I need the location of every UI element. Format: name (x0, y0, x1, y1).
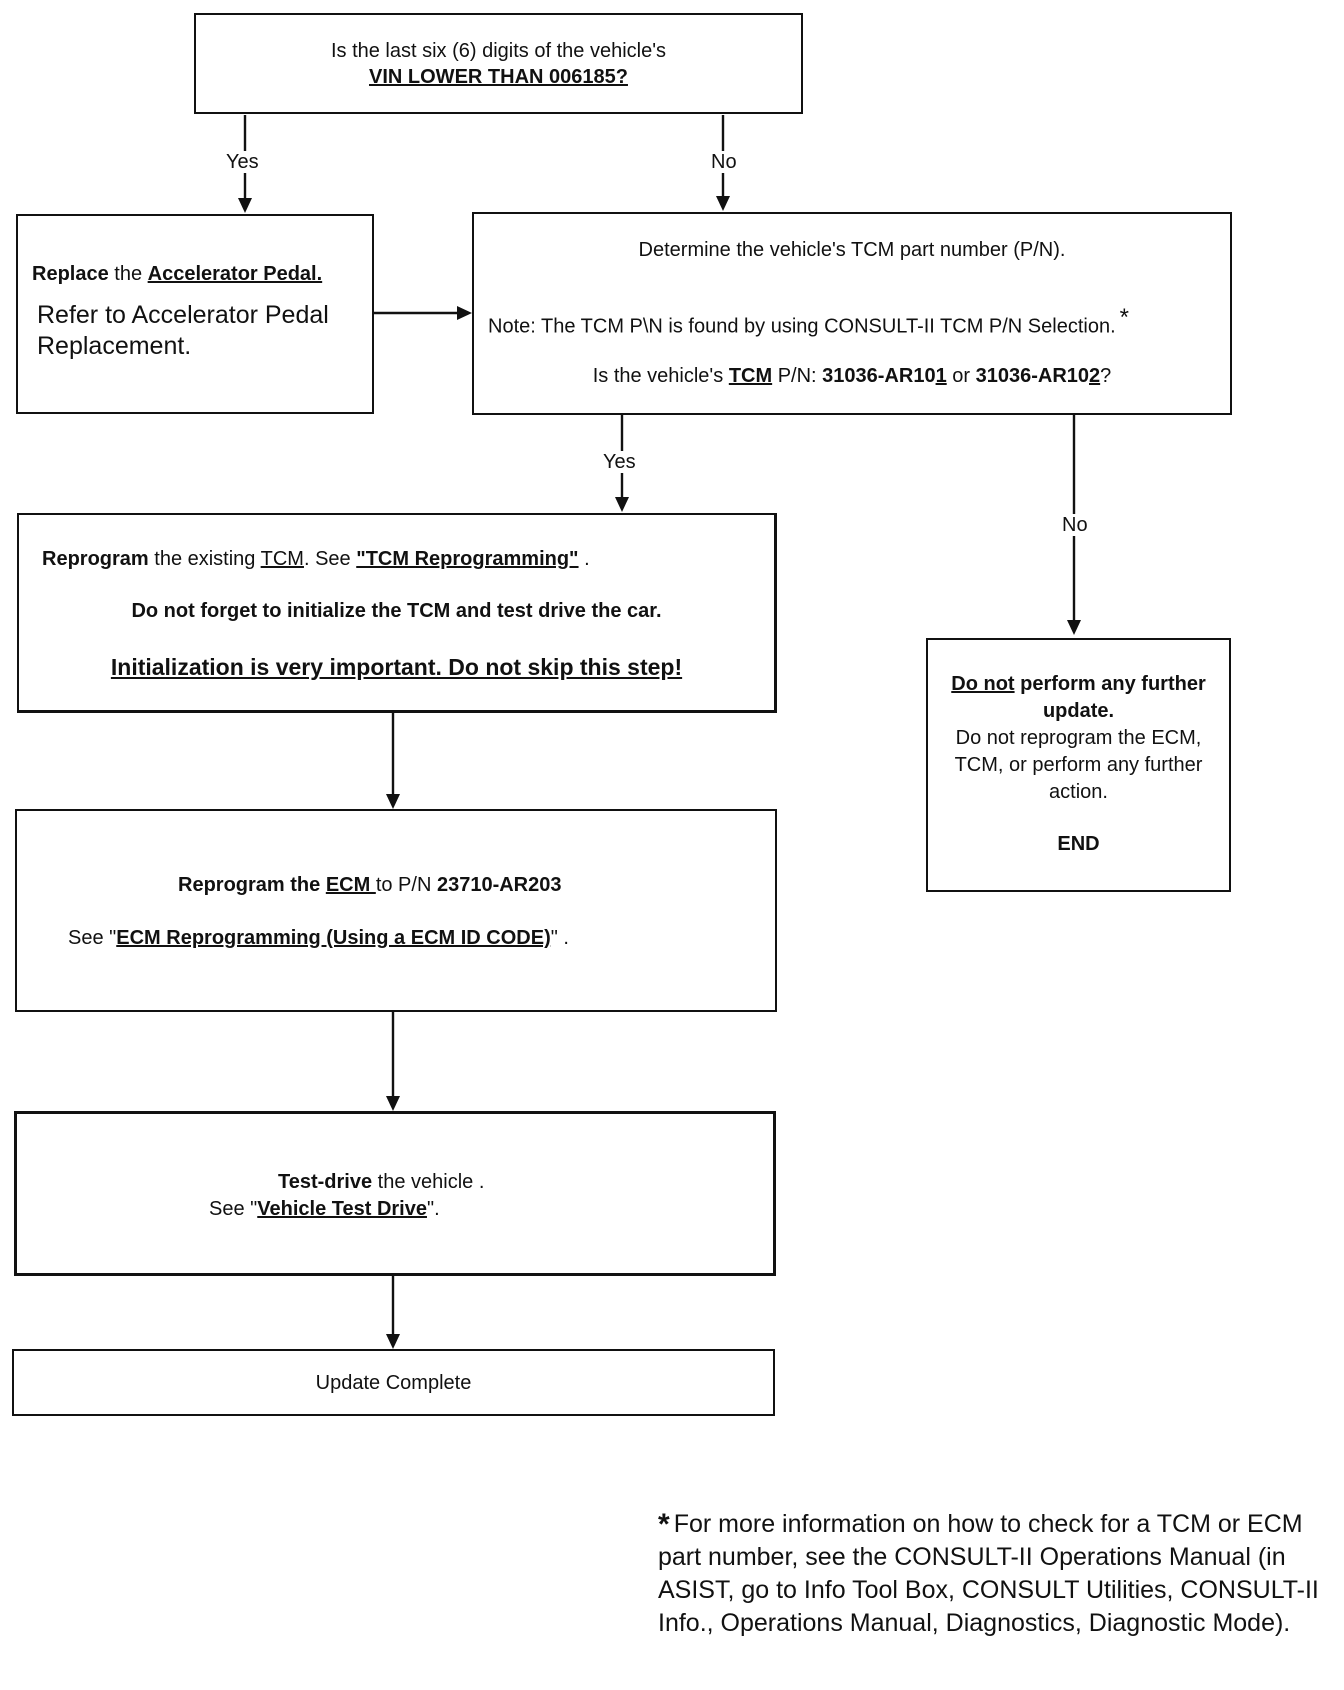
reprogram-tcm-word: TCM (260, 548, 304, 570)
footnote-star: * (658, 1508, 670, 1541)
no-update-line4: TCM, or perform any further (954, 754, 1203, 776)
replace-pedal-line3: Replacement. (37, 332, 192, 360)
vin-question-box: Is the last six (6) digits of the vehicl… (194, 13, 803, 114)
arrowhead-q1-no (716, 196, 730, 211)
reprogram-bold: Reprogram (42, 548, 149, 570)
reprogram-ecm-box: Reprogram the ECM to P/N 23710-AR203 See… (15, 809, 777, 1012)
tcm-pn-2-suffix: 2 (1089, 365, 1101, 387)
tcm-pn-box: Determine the vehicle's TCM part number … (472, 212, 1232, 415)
arrowhead-q1-yes (238, 198, 252, 213)
label-yes-tcm: Yes (601, 451, 638, 473)
accelerator-pedal-link[interactable]: Accelerator Pedal. (147, 263, 323, 285)
tcm-pn-q-mid: P/N: (772, 365, 823, 387)
vin-question-line2: VIN LOWER THAN 006185? (369, 66, 628, 88)
reprogram-ecm-see: See " (68, 927, 117, 949)
reprogram-ecm-to: to P/N (375, 874, 437, 896)
arrowhead-tcm-yes (615, 497, 629, 512)
no-update-rest: perform any further (1014, 673, 1206, 695)
tcm-pn-2: 31036-AR10 (975, 365, 1090, 387)
reprogram-ecm-line1: Reprogram the ECM to P/N 23710-AR203 (178, 873, 561, 897)
tcm-pn-note-star: * (1119, 304, 1129, 331)
arrowhead-testdrive-to-complete (386, 1334, 400, 1349)
no-update-box: Do not perform any further update. Do no… (926, 638, 1231, 892)
test-drive-line2: See "Vehicle Test Drive". (209, 1197, 440, 1221)
test-drive-rest: the vehicle . (372, 1171, 485, 1193)
replace-mid: the (108, 263, 148, 285)
reprogram-ecm-end: " . (550, 927, 569, 949)
reprogram-tcm-box: Reprogram the existing TCM. See "TCM Rep… (17, 513, 777, 713)
test-drive-bold: Test-drive (278, 1171, 373, 1193)
no-update-line2: update. (1042, 700, 1115, 722)
reprogram-ecm-line2: See "ECM Reprogramming (Using a ECM ID C… (68, 926, 569, 950)
no-update-do-not: Do not (951, 673, 1015, 695)
tcm-pn-q-end: ? (1100, 365, 1112, 387)
update-complete-box: Update Complete (12, 1349, 775, 1416)
tcm-reprogramming-link[interactable]: "TCM Reprogramming" (356, 548, 579, 570)
label-yes-q1: Yes (224, 151, 261, 173)
reprogram-see: . See (303, 548, 357, 570)
tcm-pn-note: Note: The TCM P\N is found by using CONS… (488, 306, 1129, 339)
tcm-pn-question: Is the vehicle's TCM P/N: 31036-AR101 or… (474, 364, 1230, 388)
tcm-pn-q-pre: Is the vehicle's (592, 365, 729, 387)
arrowhead-reprogram-tcm-to-ecm (386, 794, 400, 809)
test-drive-see: See " (209, 1198, 258, 1220)
arrowhead-replace-to-tcm (457, 306, 472, 320)
update-complete-text: Update Complete (315, 1372, 472, 1394)
arrowhead-tcm-no (1067, 620, 1081, 635)
replace-pedal-box: Replace the Accelerator Pedal. Refer to … (16, 214, 374, 414)
reprogram-tcm-line2: Do not forget to initialize the TCM and … (131, 600, 662, 622)
vin-question-line1: Is the last six (6) digits of the vehicl… (330, 40, 667, 62)
no-update-line3: Do not reprogram the ECM, (955, 727, 1202, 749)
reprogram-pre: the existing (148, 548, 261, 570)
test-drive-end: ". (426, 1198, 440, 1220)
replace-bold: Replace (32, 263, 109, 285)
footnote-text: For more information on how to check for… (658, 1510, 1319, 1637)
test-drive-box: Test-drive the vehicle . See "Vehicle Te… (14, 1111, 776, 1276)
reprogram-tcm-line3: Initialization is very important. Do not… (110, 654, 683, 680)
reprogram-dot: . (578, 548, 590, 570)
label-no-q1: No (709, 151, 739, 173)
replace-pedal-line2: Refer to Accelerator Pedal (37, 301, 329, 329)
tcm-pn-1: 31036-AR10 (822, 365, 936, 387)
ecm-part-number: 23710-AR203 (436, 874, 562, 896)
reprogram-tcm-line1: Reprogram the existing TCM. See "TCM Rep… (42, 547, 590, 571)
no-update-end: END (1057, 833, 1100, 855)
label-no-tcm: No (1060, 514, 1090, 536)
test-drive-line1: Test-drive the vehicle . (278, 1170, 484, 1194)
reprogram-ecm-word: ECM (325, 874, 376, 896)
replace-pedal-line1: Replace the Accelerator Pedal. (32, 262, 322, 286)
reprogram-ecm-bold: Reprogram the (178, 874, 326, 896)
vehicle-test-drive-link[interactable]: Vehicle Test Drive (257, 1198, 427, 1220)
tcm-pn-note-text: Note: The TCM P\N is found by using CONS… (488, 315, 1116, 338)
tcm-pn-1-suffix: 1 (935, 365, 947, 387)
ecm-reprogramming-link[interactable]: ECM Reprogramming (Using a ECM ID CODE) (116, 927, 551, 949)
no-update-line5: action. (1049, 781, 1108, 803)
no-update-line1: Do not perform any further (928, 672, 1229, 696)
tcm-pn-q-tcm: TCM (728, 365, 773, 387)
tcm-pn-or: or (946, 365, 976, 387)
tcm-pn-line1: Determine the vehicle's TCM part number … (638, 239, 1066, 261)
footnote: *For more information on how to check fo… (658, 1508, 1328, 1640)
arrowhead-ecm-to-testdrive (386, 1096, 400, 1111)
